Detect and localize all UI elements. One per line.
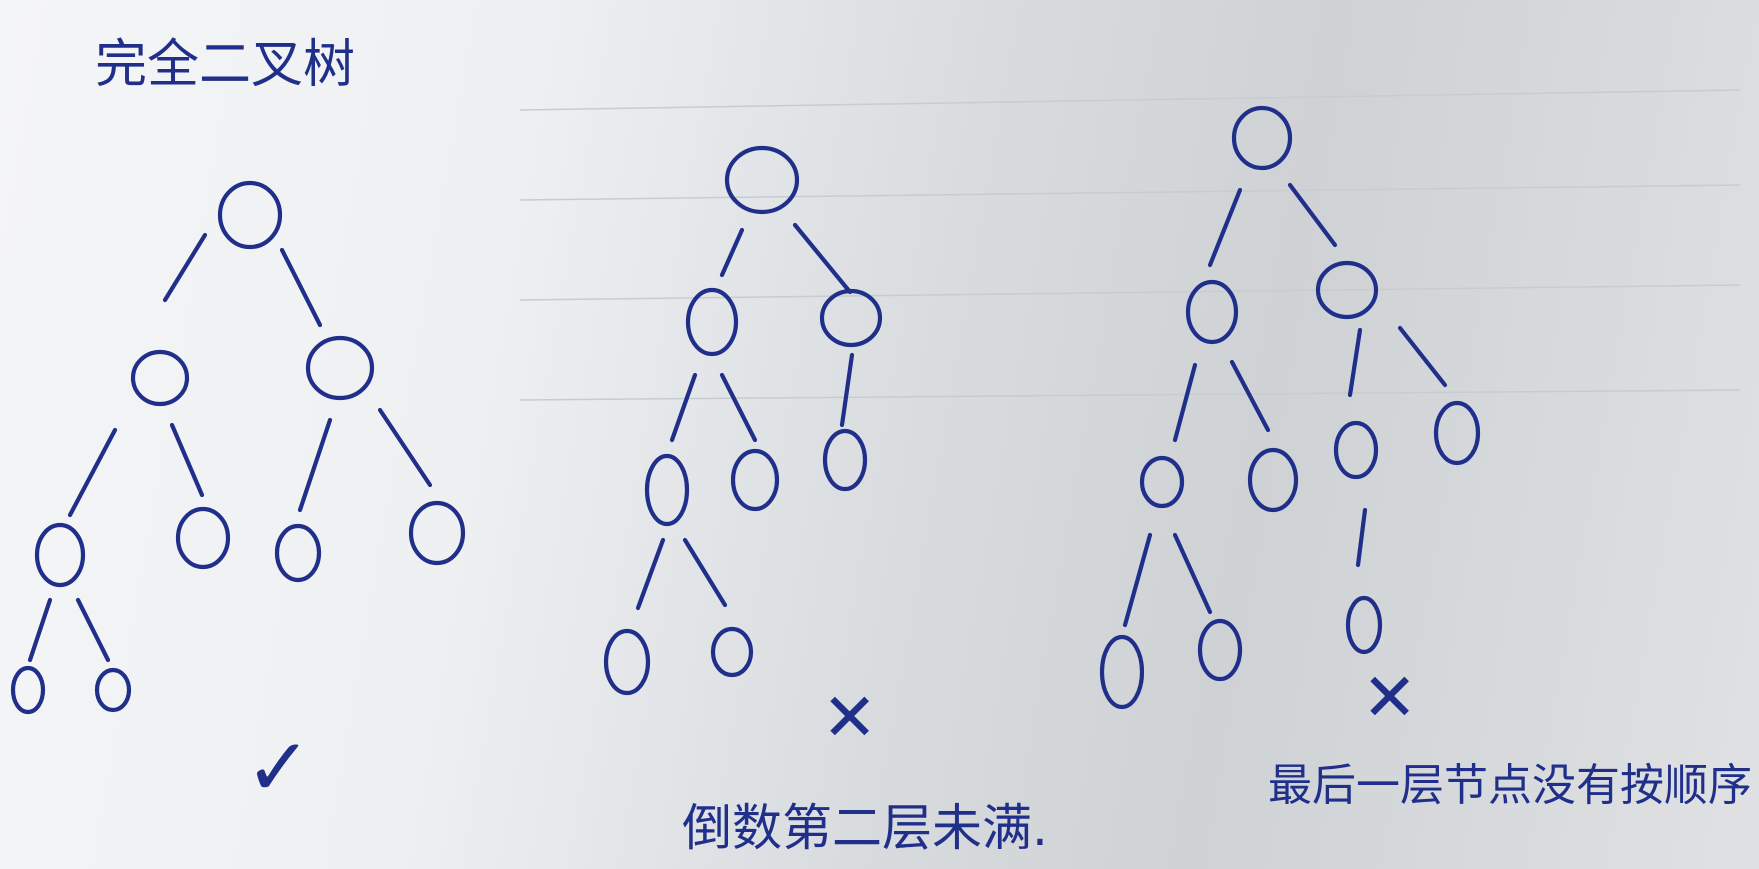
node — [130, 349, 190, 407]
node-root — [217, 180, 283, 250]
node — [730, 448, 780, 512]
edge — [1207, 187, 1243, 268]
edge — [1122, 532, 1153, 628]
node — [1345, 595, 1383, 655]
node — [1139, 455, 1185, 509]
edge — [682, 537, 728, 608]
node — [685, 287, 739, 357]
node — [603, 628, 651, 696]
node — [1185, 279, 1239, 345]
node — [94, 667, 132, 713]
node — [644, 453, 690, 527]
node — [1099, 634, 1145, 710]
node — [1333, 420, 1379, 480]
tree-3-edges — [1122, 182, 1448, 628]
edge — [67, 427, 118, 518]
edge — [1397, 325, 1448, 388]
edge — [719, 227, 745, 278]
tree-3: ✕ 最后一层节点没有按顺序 — [1099, 105, 1752, 811]
tree-2-nodes — [603, 145, 883, 696]
edge — [162, 232, 208, 303]
node — [1247, 447, 1299, 513]
node — [1433, 400, 1481, 466]
node — [822, 428, 868, 492]
edge — [1172, 362, 1198, 443]
edge — [377, 407, 433, 488]
node — [1197, 618, 1243, 682]
node — [305, 335, 375, 401]
edge — [279, 247, 323, 328]
edge — [75, 597, 111, 663]
diagram-title: 完全二叉树 — [95, 35, 355, 95]
edge — [297, 417, 333, 513]
edge — [719, 372, 758, 443]
tree-1: ✓ — [10, 180, 466, 814]
tree-2: ✕ 倒数第二层未满. — [603, 145, 1048, 857]
tree-3-caption: 最后一层节点没有按顺序 — [1268, 760, 1752, 811]
node-root — [724, 145, 800, 215]
node — [175, 506, 231, 570]
edge — [27, 597, 53, 663]
node — [710, 626, 754, 678]
tree-2-edges — [635, 222, 855, 611]
tree-1-edges — [27, 232, 433, 663]
tree-3-cross-mark: ✕ — [1362, 659, 1417, 736]
edge — [1172, 532, 1213, 615]
edge — [1355, 507, 1368, 568]
node — [408, 500, 466, 566]
tree-3-nodes — [1099, 105, 1481, 710]
node — [10, 665, 46, 715]
node — [34, 522, 86, 588]
tree-1-nodes — [10, 180, 466, 715]
edge — [1229, 359, 1271, 433]
node — [1315, 260, 1379, 320]
node-root — [1231, 105, 1293, 171]
edge — [169, 422, 205, 498]
edge — [792, 222, 853, 295]
node — [274, 523, 322, 583]
paper-ruling — [519, 89, 1741, 401]
edge — [1287, 182, 1338, 248]
edge — [839, 352, 855, 428]
edge — [1347, 327, 1363, 398]
tree-2-cross-mark: ✕ — [822, 679, 877, 756]
edge — [669, 372, 698, 443]
tree-2-caption: 倒数第二层未满. — [682, 799, 1048, 857]
node — [819, 288, 883, 348]
edge — [635, 537, 666, 611]
tree-1-check-mark: ✓ — [245, 721, 312, 814]
